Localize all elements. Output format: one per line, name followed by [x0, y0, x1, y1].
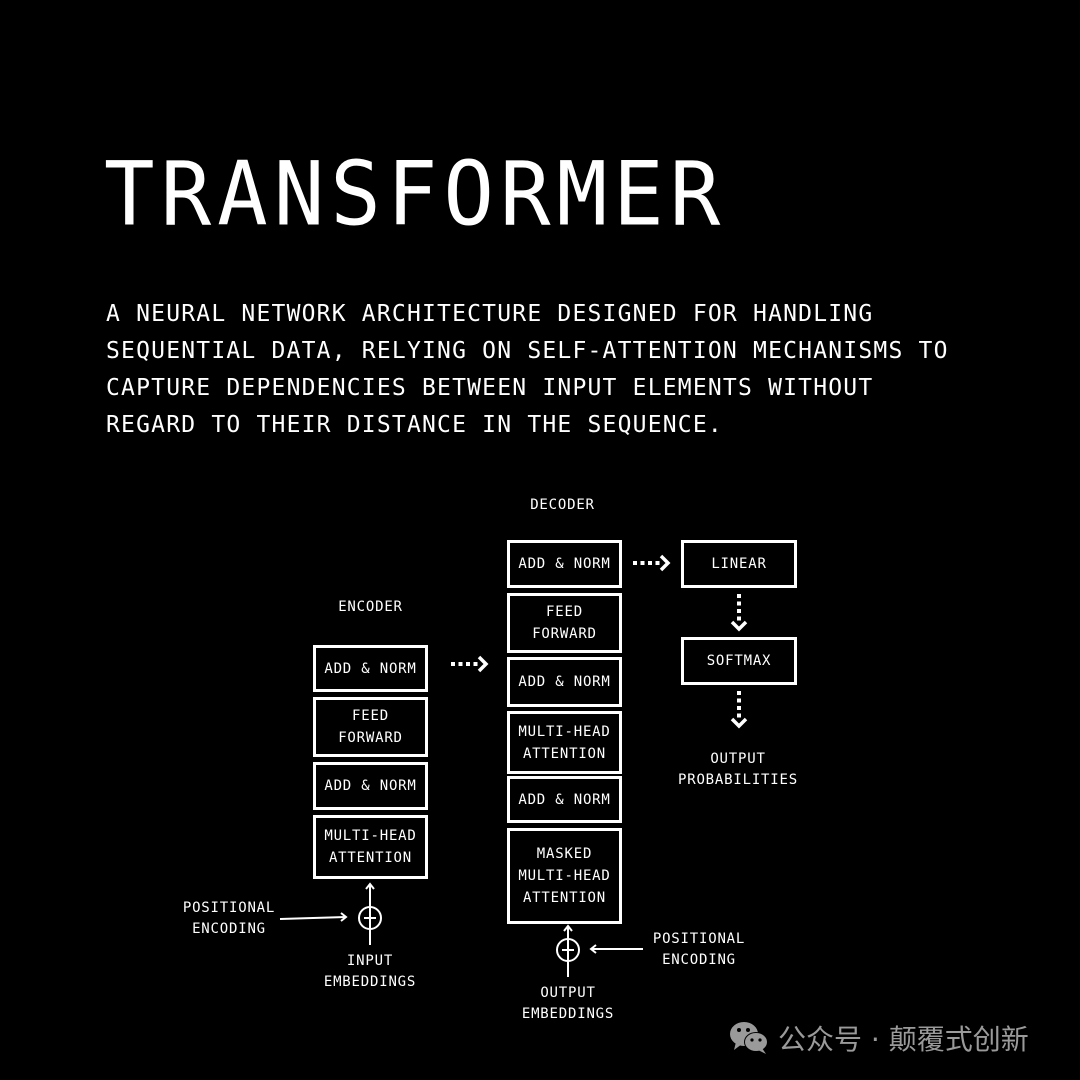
add-circle-icon: [556, 924, 580, 977]
encoder-label: ENCODER: [338, 599, 403, 615]
decoder-positional-encoding-label: POSITIONAL ENCODING: [652, 931, 746, 968]
output-probabilities-label: OUTPUT PROBABILITIES: [678, 751, 798, 788]
wechat-icon: [730, 1022, 768, 1054]
encoder-positional-encoding-label: POSITIONAL ENCODING: [182, 900, 276, 937]
decoder-multi-head-attention: MULTI-HEAD ATTENTION: [507, 711, 622, 774]
input-embeddings-label: INPUT EMBEDDINGS: [323, 953, 417, 990]
dotted-arrow-right-icon: [451, 655, 489, 673]
watermark-text: 公众号 · 颠覆式创新: [778, 1023, 1029, 1056]
watermark: 公众号 · 颠覆式创新: [728, 1018, 1029, 1058]
decoder-add-norm-3: ADD & NORM: [507, 776, 622, 823]
add-circle-icon: [358, 882, 382, 945]
decoder-label: DECODER: [530, 497, 595, 513]
arrow-right-icon: [279, 912, 348, 922]
decoder-add-norm-2: ADD & NORM: [507, 657, 622, 707]
output-embeddings-label: OUTPUT EMBEDDINGS: [521, 985, 615, 1022]
page-title: TRANSFORMER: [104, 142, 727, 246]
dotted-arrow-down-icon: [730, 594, 748, 632]
linear-block: LINEAR: [681, 540, 797, 588]
encoder-add-norm-bottom: ADD & NORM: [313, 762, 428, 810]
dotted-arrow-right-icon: [633, 554, 671, 572]
decoder-feed-forward: FEED FORWARD: [507, 593, 622, 653]
encoder-multi-head-attention: MULTI-HEAD ATTENTION: [313, 815, 428, 879]
encoder-feed-forward: FEED FORWARD: [313, 697, 428, 757]
arrow-left-icon: [589, 944, 643, 954]
description: A NEURAL NETWORK ARCHITECTURE DESIGNED F…: [106, 301, 949, 438]
encoder-add-norm-top: ADD & NORM: [313, 645, 428, 692]
decoder-add-norm-1: ADD & NORM: [507, 540, 622, 588]
softmax-block: SOFTMAX: [681, 637, 797, 685]
dotted-arrow-down-icon: [730, 691, 748, 729]
decoder-masked-multi-head-attention: MASKED MULTI-HEAD ATTENTION: [507, 828, 622, 924]
